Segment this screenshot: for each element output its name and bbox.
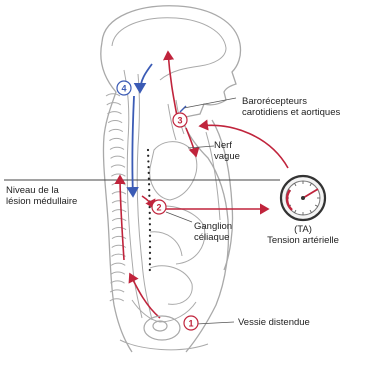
chain-dot — [147, 160, 149, 162]
marker-2: 2 — [152, 200, 166, 214]
vertebra — [109, 129, 123, 131]
chain-dot — [149, 212, 151, 214]
vertebra — [112, 192, 126, 194]
vertebra — [110, 147, 124, 149]
chain-dot — [149, 229, 151, 231]
distended-bladder-label: Vessie distendue — [238, 317, 310, 328]
baroreceptors-label-line2: carotidiens et aortiques — [242, 107, 340, 118]
celiac-ganglion-label: Ganglion céliaque — [194, 221, 232, 243]
vertebra — [111, 174, 125, 176]
chain-dot — [148, 183, 150, 185]
lesion-level-label: Niveau de la lésion médullaire — [6, 185, 77, 207]
celiac-ganglion-label-line2: céliaque — [194, 232, 232, 243]
vagus-nerve-label-line2: vague — [214, 151, 240, 162]
chain-dot — [148, 172, 150, 174]
marker-3: 3 — [173, 113, 187, 127]
chain-dot — [149, 246, 151, 248]
lesion-level-label-line1: Niveau de la — [6, 185, 77, 196]
vertebra — [109, 138, 123, 140]
lesion-level-label-line2: lésion médullaire — [6, 196, 77, 207]
chain-dot — [147, 155, 149, 157]
vertebra — [106, 94, 120, 96]
chain-dot — [148, 195, 150, 197]
chain-dot — [147, 166, 149, 168]
blue-pathway — [132, 64, 152, 196]
red-pathway — [120, 52, 288, 318]
vertebral-column — [106, 94, 126, 301]
carotid-arrow — [180, 106, 186, 112]
chain-dot — [148, 189, 150, 191]
vertebra — [112, 227, 126, 229]
bladder — [144, 316, 180, 340]
svg-text:1: 1 — [188, 319, 193, 329]
vertebra — [111, 281, 125, 283]
vertebra — [107, 103, 121, 105]
chain-dot — [148, 177, 150, 179]
chain-dot — [149, 206, 151, 208]
marker-4: 4 — [117, 81, 131, 95]
chain-dot — [147, 149, 149, 151]
chain-dot — [149, 223, 151, 225]
chain-dot — [149, 235, 151, 237]
vertebra — [111, 156, 125, 158]
vertebra — [111, 272, 125, 274]
chain-dot — [149, 252, 151, 254]
svg-text:4: 4 — [121, 84, 126, 94]
baroreceptors-label: Barorécepteurs carotidiens et aortiques — [242, 96, 340, 118]
blood-pressure-label-line2: Tension artérielle — [258, 235, 348, 246]
pressure-gauge-icon — [281, 176, 325, 220]
svg-text:2: 2 — [156, 203, 161, 213]
vertebra — [112, 236, 126, 238]
vertebra — [111, 263, 125, 265]
blood-pressure-label-line1: (TA) — [258, 224, 348, 235]
vertebra — [110, 299, 124, 301]
chain-dot — [149, 217, 151, 219]
vertebra — [112, 219, 126, 221]
celiac-ganglion-label-line1: Ganglion — [194, 221, 232, 232]
vertebra — [112, 183, 126, 185]
vertebra — [112, 210, 126, 212]
blood-pressure-label: (TA) Tension artérielle — [258, 224, 348, 246]
vertebra — [112, 201, 126, 203]
svg-text:3: 3 — [177, 116, 182, 126]
baroreceptors-label-line1: Barorécepteurs — [242, 96, 340, 107]
chain-dot — [149, 240, 151, 242]
vagus-nerve-label: Nerf vague — [214, 140, 240, 162]
chain-dot — [149, 263, 151, 265]
vertebra — [108, 120, 122, 122]
vagus-nerve-label-line1: Nerf — [214, 140, 240, 151]
chain-dot — [149, 257, 151, 259]
vertebra — [111, 165, 125, 167]
marker-1: 1 — [184, 316, 198, 330]
label-leaders — [166, 98, 236, 324]
chain-dot — [149, 269, 151, 271]
